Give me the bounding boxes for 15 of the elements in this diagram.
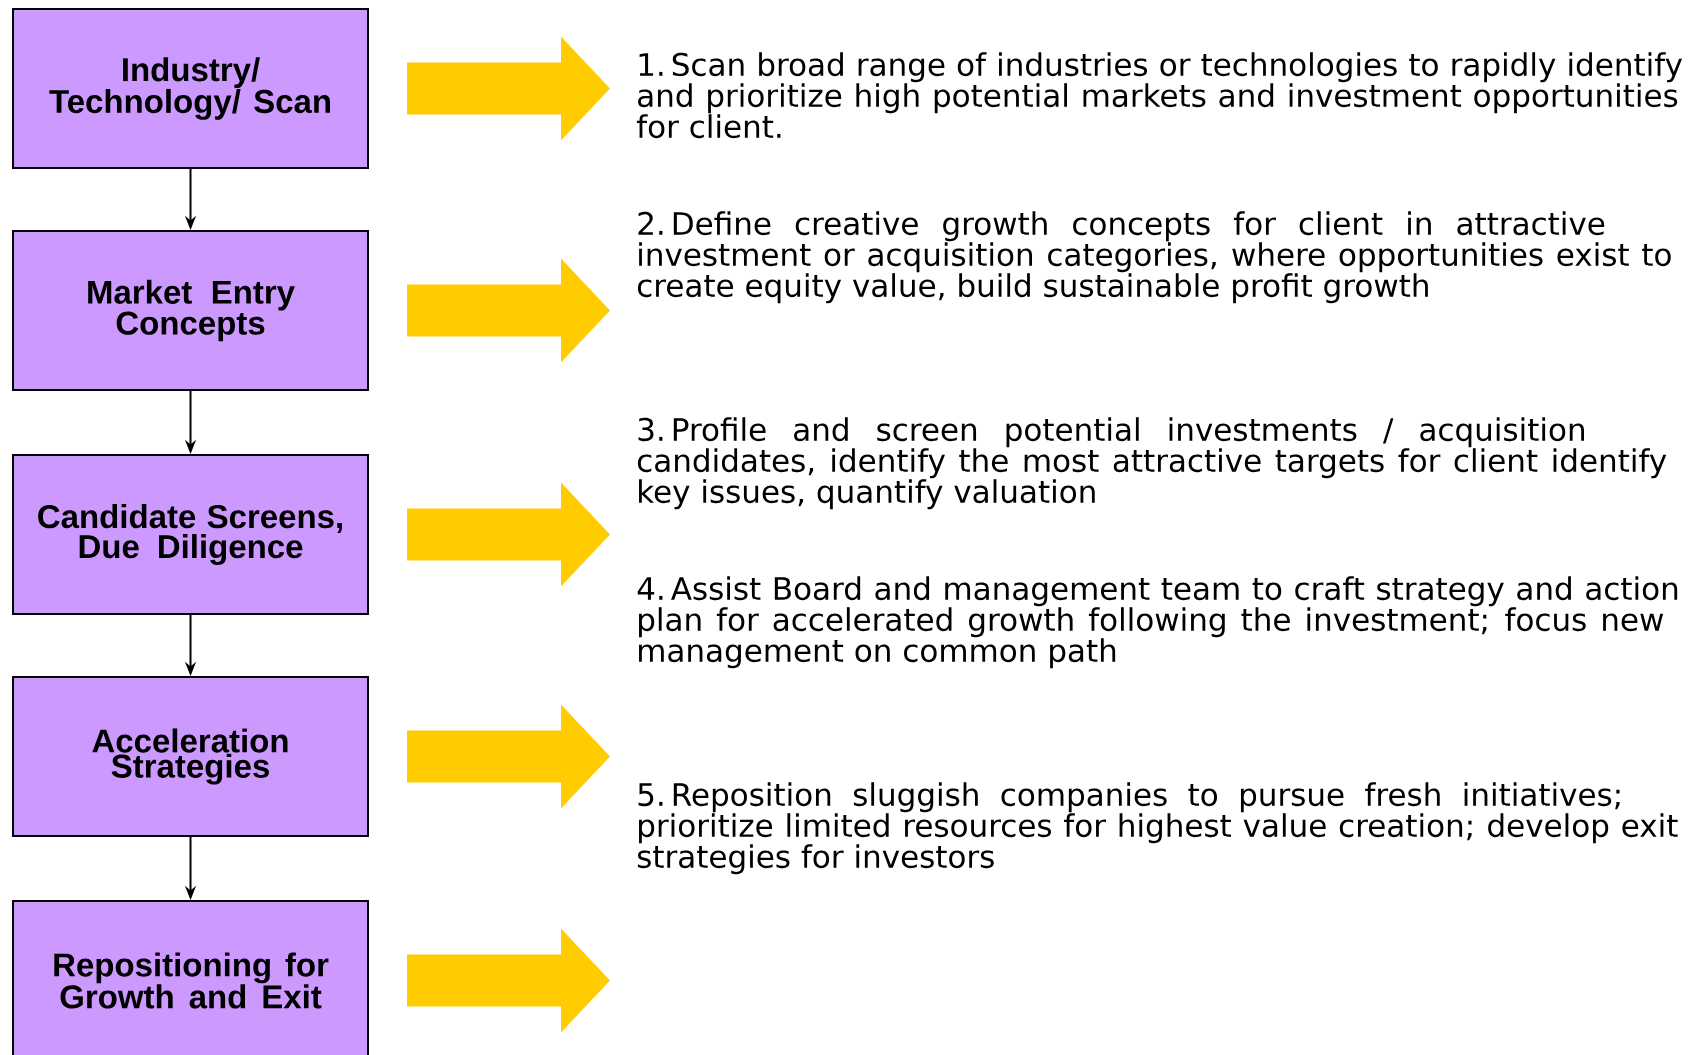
process-box: Candidate Screens, Due Diligence <box>12 454 369 615</box>
block-arrow <box>407 704 610 809</box>
block-arrow <box>407 482 610 587</box>
list-item: 5. Reposition sluggish companies to pursue fresh initiatives; prioritize limited resources for highest value creation; develop exit strategies for investors <box>637 782 1678 875</box>
list-item: 4. Assist Board and management team to craft strategy and action plan for accelerated growth following the investment; focus new management on common path <box>637 576 1678 669</box>
process-box: Repositioning for Growth and Exit <box>12 900 369 1055</box>
process-box: Acceleration Strategies <box>12 676 369 837</box>
list-item: 2. Define creative growth concepts for client in attractive investment or acquisition categories, where opportunities exist to create equity value, build sustainable profit growth <box>637 211 1671 304</box>
list-item: 1. Scan broad range of industries or technologies to rapidly identify and prioritize high potential markets and investment opportunities for client. <box>636 52 1683 139</box>
block-arrow <box>407 258 610 363</box>
block-arrow <box>407 928 610 1033</box>
list-item: 3. Profile and screen potential investments / acquisition candidates, identify the most attractive targets for client identify key issues, quantify valuation <box>637 417 1667 510</box>
block-arrow <box>407 36 610 141</box>
process-box: Market Entry Concepts <box>12 230 369 391</box>
process-box: Industry/ Technology/ Scan <box>12 8 369 169</box>
